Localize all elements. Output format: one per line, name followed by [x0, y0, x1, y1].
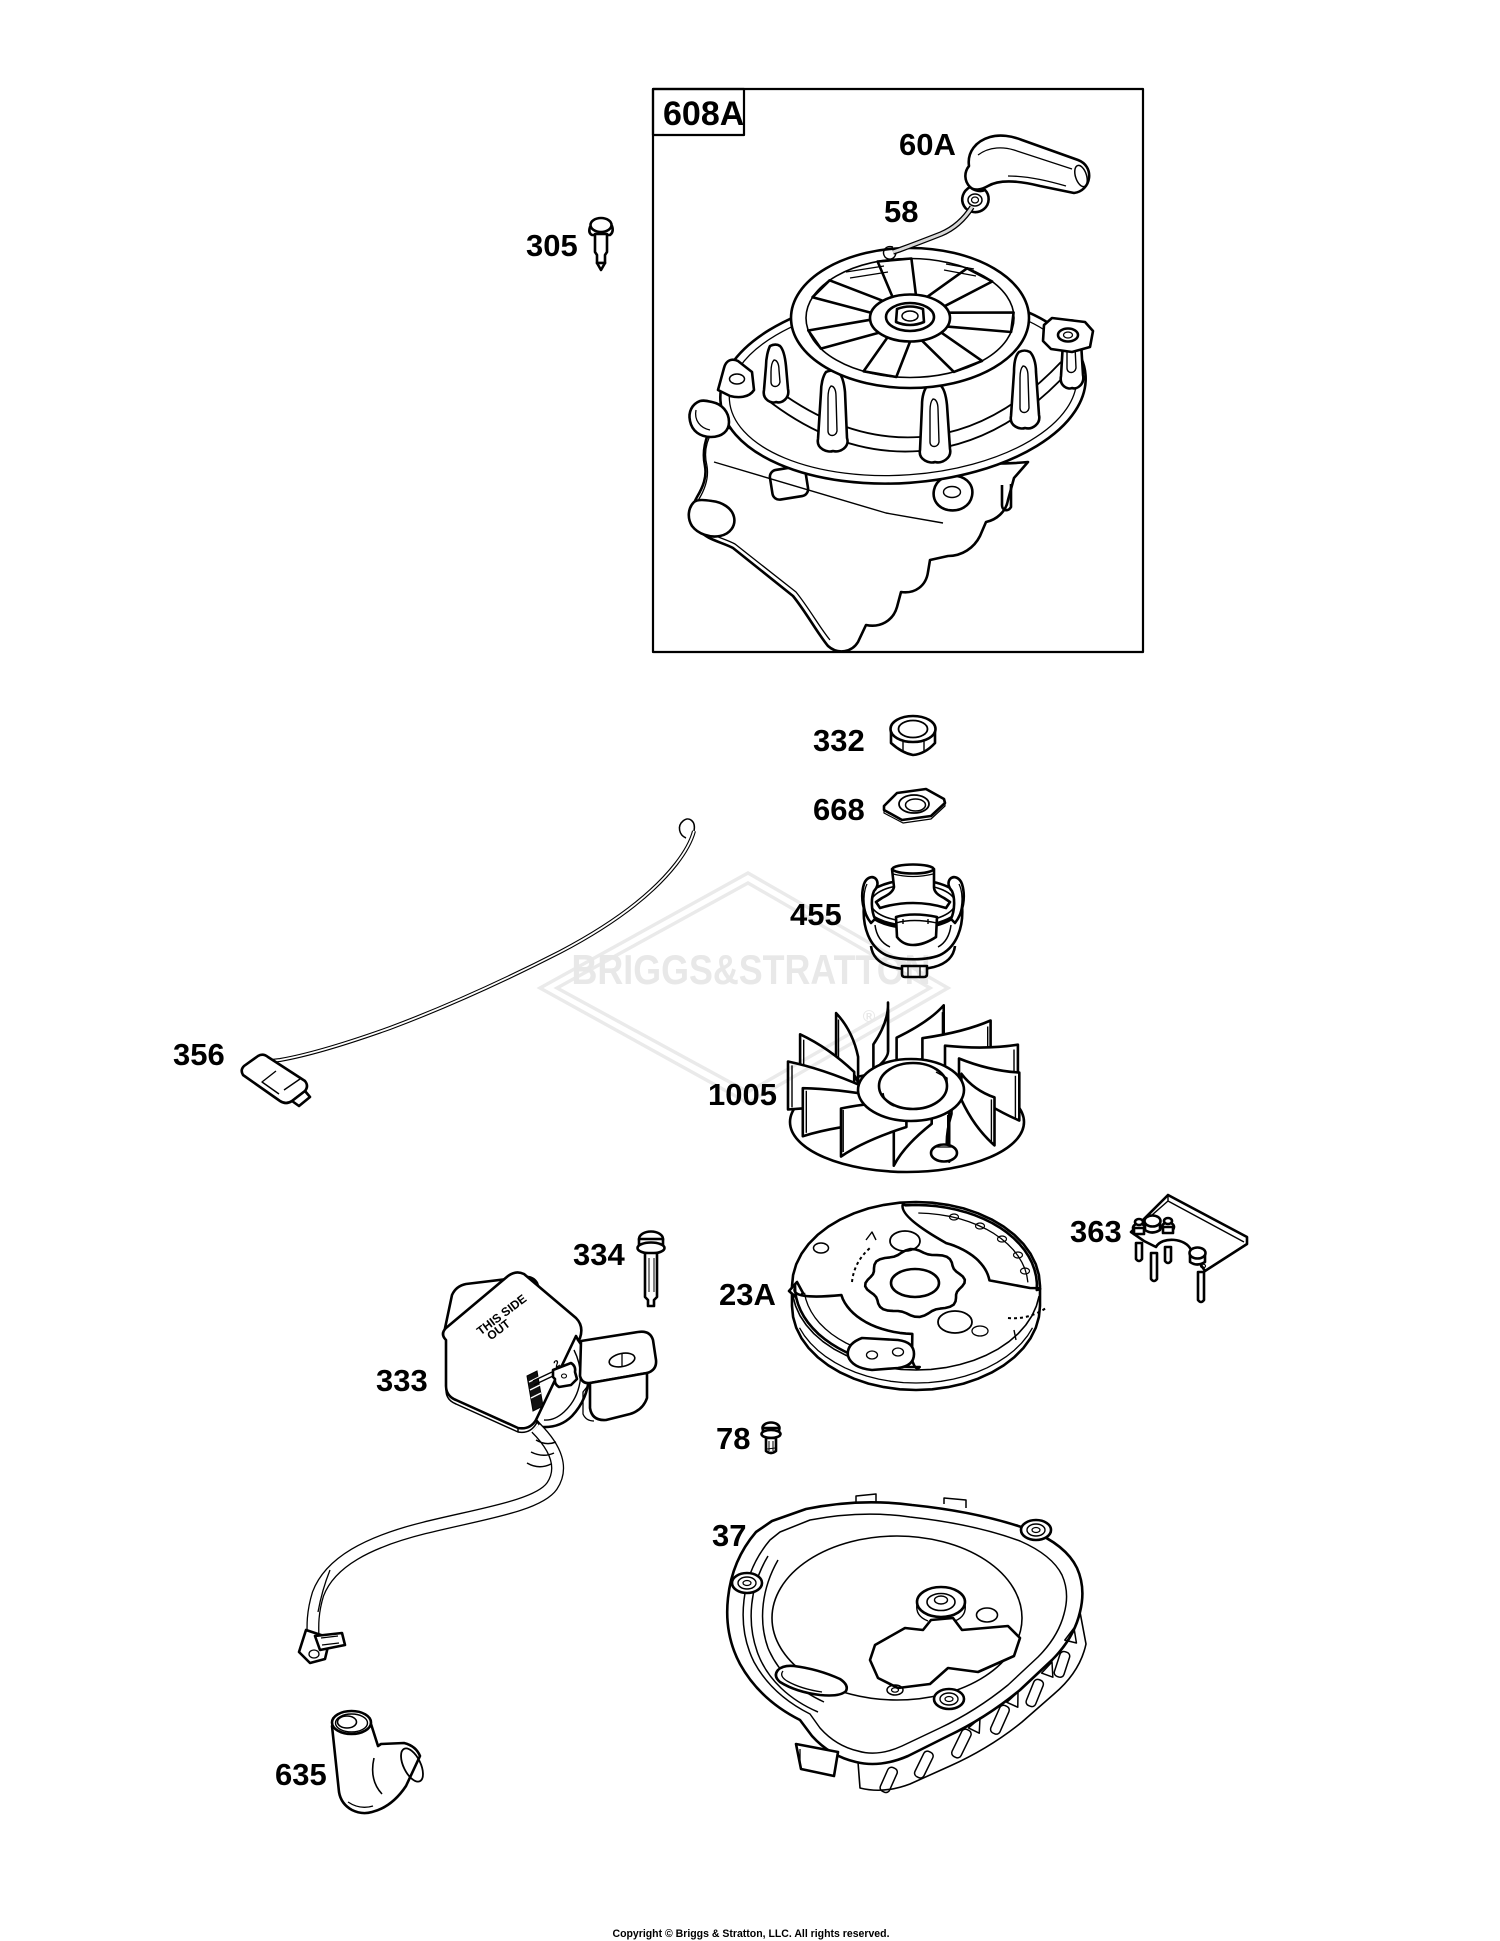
svg-text:333: 333 [376, 1363, 428, 1398]
svg-text:Copyright © Briggs & Stratton,: Copyright © Briggs & Stratton, LLC. All … [613, 1928, 890, 1940]
svg-text:BRIGGS&STRATTON: BRIGGS&STRATTON [572, 946, 931, 993]
svg-text:®: ® [863, 1007, 876, 1026]
svg-text:60A: 60A [899, 127, 956, 162]
svg-text:608A: 608A [663, 95, 744, 133]
svg-text:334: 334 [573, 1237, 625, 1272]
svg-text:58: 58 [884, 194, 918, 229]
svg-text:356: 356 [173, 1037, 225, 1072]
svg-text:668: 668 [813, 792, 865, 827]
svg-text:23A: 23A [719, 1277, 776, 1312]
svg-text:78: 78 [716, 1421, 750, 1456]
svg-text:2: 2 [552, 1358, 563, 1371]
svg-text:363: 363 [1070, 1214, 1122, 1249]
svg-text:305: 305 [526, 228, 578, 263]
svg-text:1005: 1005 [708, 1077, 777, 1112]
svg-text:455: 455 [790, 897, 842, 932]
svg-text:37: 37 [712, 1518, 746, 1553]
svg-text:332: 332 [813, 723, 865, 758]
svg-text:635: 635 [275, 1757, 327, 1792]
